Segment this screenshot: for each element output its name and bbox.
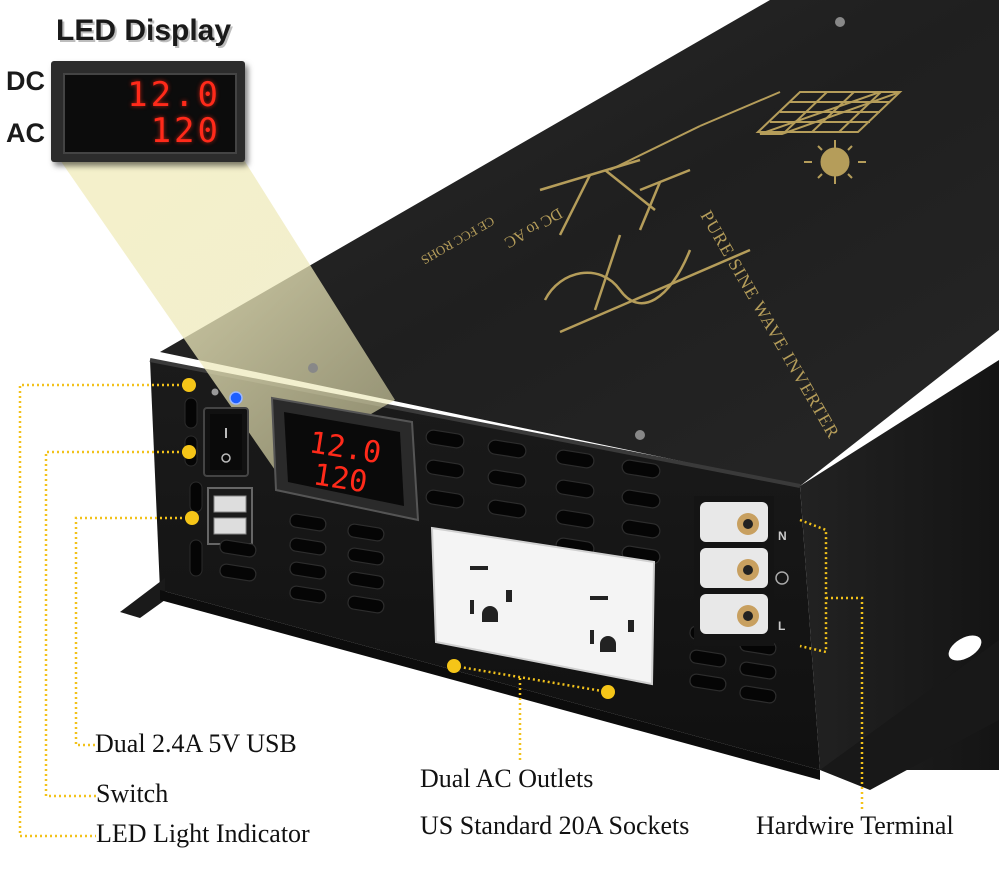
front-ac-reading: 120	[311, 457, 370, 500]
led-indicator-red	[211, 388, 219, 396]
front-led-display	[270, 396, 420, 522]
sun-print	[804, 140, 866, 184]
front-vents	[219, 429, 777, 704]
solar-panel-print	[609, 91, 903, 171]
switch-label: Switch	[96, 779, 169, 808]
terminal-n-label: N	[778, 529, 787, 543]
led-dc-reading: 12.0	[127, 75, 221, 115]
mounting-hole	[948, 635, 982, 661]
terminal-l-label: L	[778, 619, 785, 633]
led-highlight-beam	[60, 160, 395, 470]
ac-outlets-sub-label: US Standard 20A Sockets	[420, 811, 690, 840]
hardwire-terminal-block	[694, 496, 789, 646]
sine-wave-print	[539, 158, 751, 334]
led-indicator-blue	[229, 391, 243, 405]
ac-outlet-plate	[430, 526, 656, 686]
led-display-zoom: 12.0 120	[51, 61, 245, 162]
led-display-screen: 12.0 120	[63, 73, 237, 154]
led-indicator-label: LED Light Indicator	[96, 819, 310, 848]
mounting-foot-left	[120, 578, 165, 618]
ac-outlets-label: Dual AC Outlets	[420, 764, 594, 793]
ac-label: AC	[6, 118, 45, 148]
device-side-panel	[800, 360, 999, 770]
power-switch	[203, 407, 249, 477]
callout-lines	[18, 383, 864, 838]
led-display-title: LED Display	[56, 14, 232, 47]
usb-label: Dual 2.4A 5V USB	[95, 729, 297, 758]
usb-ports	[207, 487, 253, 545]
dc-label: DC	[6, 66, 45, 96]
screws	[308, 17, 845, 440]
hardwire-terminal-label: Hardwire Terminal	[756, 811, 954, 840]
mounting-foot-right	[820, 640, 999, 790]
led-ac-reading: 120	[150, 111, 221, 151]
callout-dots	[182, 378, 615, 699]
